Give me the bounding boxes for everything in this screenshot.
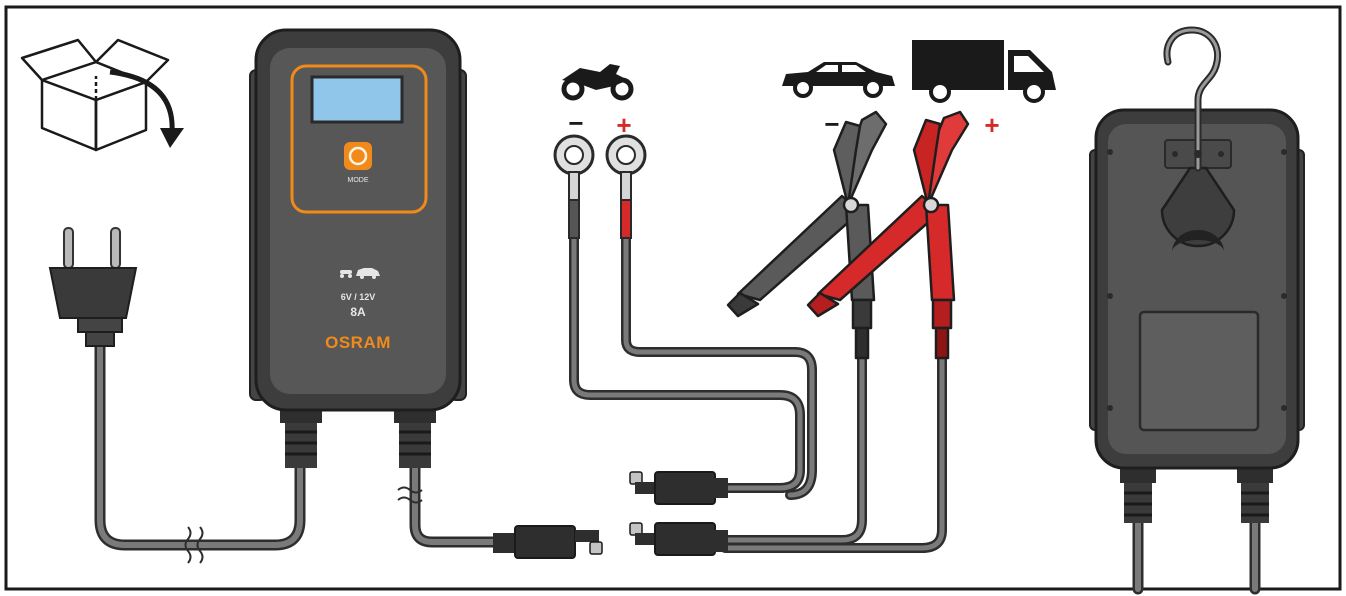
current-label: 8A <box>350 305 366 319</box>
mode-button-ring <box>348 146 368 166</box>
sae-connector-ring <box>629 471 728 505</box>
vehicle-mini-icons <box>340 268 380 279</box>
ring-negative-sign: − <box>568 108 583 138</box>
ring-terminal-positive <box>605 134 647 239</box>
mode-button[interactable] <box>344 142 372 170</box>
strap-slot <box>1172 230 1224 252</box>
mode-label: MODE <box>348 177 369 184</box>
cables <box>94 230 1261 595</box>
car-icon <box>782 62 895 98</box>
motorcycle-icon <box>561 64 634 101</box>
hanging-strap <box>1160 166 1236 248</box>
charger-front: MODE 6V / 12V 8A OSRAM <box>249 28 467 468</box>
clamp-cable-negative-core <box>722 352 865 543</box>
unbox-icon <box>20 38 184 152</box>
charger-back <box>1089 26 1305 523</box>
charger-face <box>270 48 446 394</box>
lcd-display <box>310 75 404 124</box>
brand-logo: OSRAM <box>325 333 391 352</box>
mains-cable-core <box>97 342 303 548</box>
ring-cable-negative-core <box>571 232 803 491</box>
van-icon <box>912 40 1056 103</box>
clamp-negative-sign: − <box>824 109 839 139</box>
strain-relief-right <box>394 405 436 468</box>
clamp-positive-sign: + <box>984 110 999 140</box>
clamp-positive <box>806 110 970 360</box>
hanging-hook-icon <box>1163 26 1221 172</box>
control-panel-outline <box>290 64 428 214</box>
back-screws <box>1107 149 1287 411</box>
cable-break-marks <box>184 486 423 564</box>
sae-connector-clamps <box>629 522 728 556</box>
ring-positive-sign: + <box>616 110 631 140</box>
output-cable-core <box>412 462 498 545</box>
sae-connector-output <box>493 525 603 559</box>
ring-terminal-negative <box>553 134 595 239</box>
strain-relief-left <box>280 405 322 468</box>
mains-plug-icon <box>48 227 138 347</box>
back-label-plate <box>1138 310 1260 432</box>
clamp-cable-positive-core <box>722 352 945 551</box>
ring-cable-positive-core <box>623 232 815 498</box>
voltage-label: 6V / 12V <box>341 292 376 302</box>
